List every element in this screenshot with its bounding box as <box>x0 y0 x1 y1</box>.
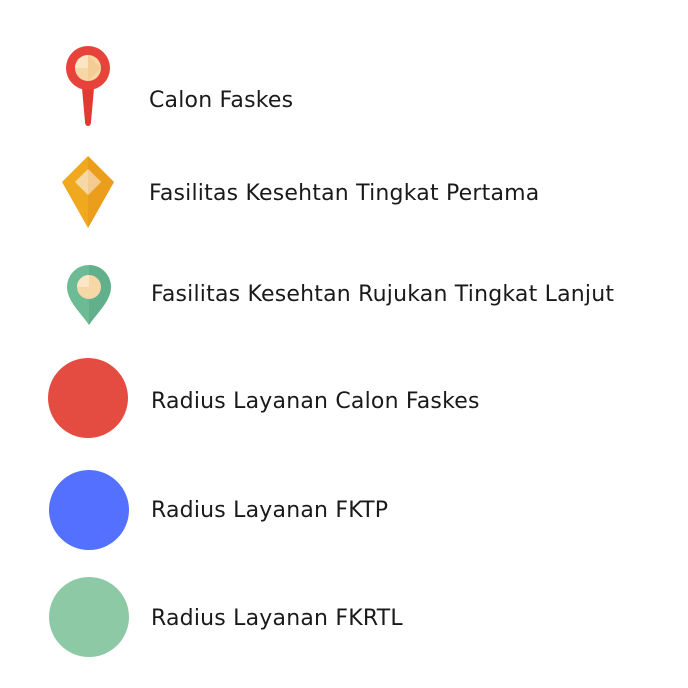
green-map-pin-icon <box>67 265 111 325</box>
red-circle-swatch <box>48 358 128 438</box>
green-circle-swatch <box>49 577 129 657</box>
legend-label-radius-fkrtl: Radius Layanan FKRTL <box>151 606 403 631</box>
yellow-diamond-pin-icon <box>62 156 114 228</box>
legend-item-calon-faskes: Calon Faskes <box>0 40 688 130</box>
legend-label-fkrtl: Fasilitas Kesehtan Rujukan Tingkat Lanju… <box>151 282 615 307</box>
legend-label-radius-fktp: Radius Layanan FKTP <box>151 498 389 523</box>
legend-label-calon-faskes: Calon Faskes <box>149 88 294 113</box>
legend-item-fkrtl: Fasilitas Kesehtan Rujukan Tingkat Lanju… <box>0 255 688 345</box>
blue-circle-swatch <box>49 470 129 550</box>
legend-item-radius-fkrtl: Radius Layanan FKRTL <box>0 573 688 663</box>
legend-item-radius-fktp: Radius Layanan FKTP <box>0 465 688 555</box>
red-map-pin-icon <box>66 46 110 126</box>
legend-item-radius-calon-faskes: Radius Layanan Calon Faskes <box>0 355 688 445</box>
legend-label-radius-calon-faskes: Radius Layanan Calon Faskes <box>151 389 480 414</box>
legend-label-fktp: Fasilitas Kesehtan Tingkat Pertama <box>149 181 540 206</box>
legend-item-fktp: Fasilitas Kesehtan Tingkat Pertama <box>0 150 688 240</box>
